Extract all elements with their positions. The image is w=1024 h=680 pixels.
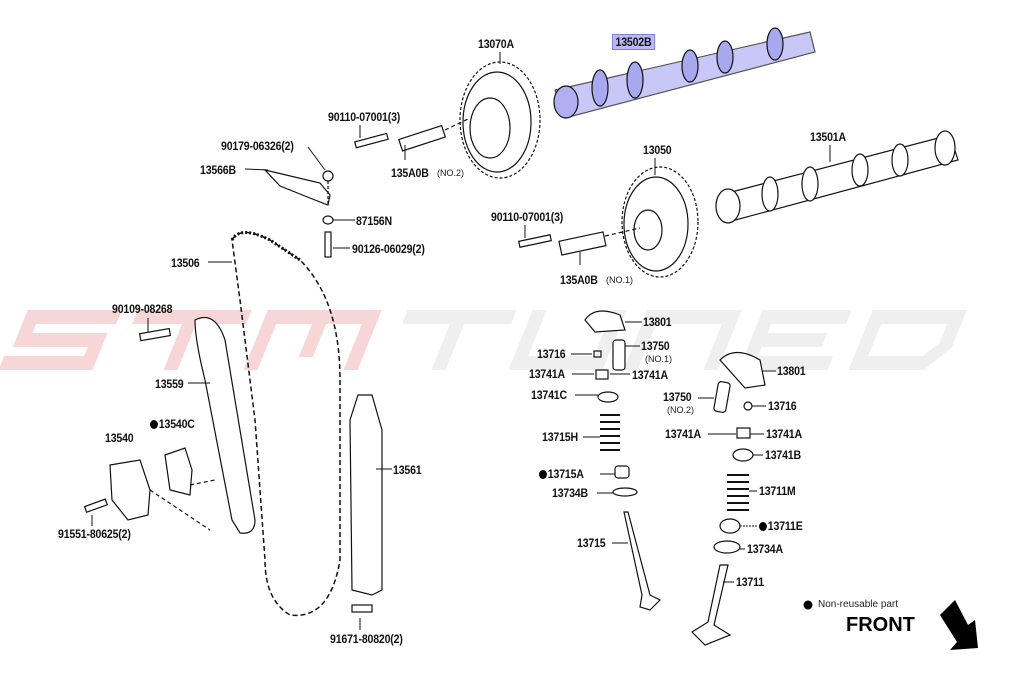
label-13715[interactable]: 13715 (577, 536, 606, 550)
label-13711[interactable]: 13711 (736, 575, 764, 589)
gasket-13540C[interactable] (164, 447, 193, 496)
label-13715a-text: 13715A (547, 467, 584, 481)
label-90179[interactable]: 90179-06326(2) (221, 139, 294, 153)
rocker-arm-right[interactable] (719, 351, 766, 389)
label-13540c-text: 13540C (158, 417, 195, 431)
bolt-90110-mid[interactable] (518, 234, 552, 248)
label-13734b[interactable]: 13734B (552, 486, 588, 500)
label-13741a-right-2[interactable]: 13741A (766, 427, 802, 441)
label-13734a[interactable]: 13734A (747, 542, 783, 556)
label-13559[interactable]: 13559 (155, 377, 184, 391)
vvt-gear-13070a[interactable] (459, 61, 541, 179)
label-13750-no2-sub: (NO.2) (667, 405, 694, 415)
label-13750-no2[interactable]: 13750 (663, 390, 692, 404)
bolt-90109[interactable] (138, 327, 172, 342)
front-arrow-icon (940, 600, 978, 650)
label-13540[interactable]: 13540 (105, 431, 134, 445)
ocv-no2[interactable] (398, 124, 447, 152)
label-13711e[interactable]: 13711E (759, 519, 803, 533)
label-13501a[interactable]: 13501A (810, 130, 846, 144)
valve-13711[interactable] (691, 564, 732, 646)
chain-damper-13561[interactable] (349, 394, 383, 596)
label-13716-right[interactable]: 13716 (768, 399, 797, 413)
label-13070a[interactable]: 13070A (478, 37, 514, 51)
stud-90126[interactable] (324, 231, 332, 258)
valve-13715[interactable] (623, 511, 662, 611)
label-87156n[interactable]: 87156N (356, 214, 392, 228)
label-13741a-left-2[interactable]: 13741A (632, 368, 668, 382)
label-13711e-text: 13711E (767, 519, 803, 533)
label-13715a[interactable]: 13715A (539, 467, 584, 481)
chain-slipper-13559[interactable] (194, 316, 256, 534)
label-13502b-highlighted[interactable]: 13502B (612, 34, 655, 50)
label-90109[interactable]: 90109-08268 (112, 302, 173, 316)
washer-87156n[interactable] (322, 215, 334, 225)
label-13716-left[interactable]: 13716 (537, 347, 566, 361)
valve-train-right (691, 351, 766, 646)
non-reusable-dot-icon (539, 470, 547, 479)
label-13801-left[interactable]: 13801 (643, 315, 672, 329)
label-13540c[interactable]: 13540C (150, 417, 195, 431)
label-13561[interactable]: 13561 (393, 463, 422, 477)
non-reusable-dot-icon (150, 420, 158, 429)
valve-train-left (584, 310, 662, 611)
label-13750-no1[interactable]: 13750 (641, 339, 670, 353)
label-13741b[interactable]: 13741B (765, 448, 801, 462)
vvt-gear-13050[interactable] (621, 166, 699, 278)
label-135a0b-no1-sub: (NO.1) (606, 275, 633, 285)
label-91551[interactable]: 91551-80625(2) (58, 527, 131, 541)
label-13566b[interactable]: 13566B (200, 163, 236, 177)
label-13801-right[interactable]: 13801 (777, 364, 806, 378)
label-135a0b-no2-sub: (NO.2) (437, 168, 464, 178)
tensioner-13540[interactable] (109, 459, 151, 521)
bracket-13566b[interactable] (263, 168, 331, 206)
label-90110-mid[interactable]: 90110-07001(3) (491, 210, 564, 224)
nut-90179[interactable] (322, 170, 334, 182)
rocker-arm-left[interactable] (584, 310, 626, 333)
non-reusable-dot-icon (803, 600, 813, 610)
label-13711m[interactable]: 13711M (759, 484, 796, 498)
bolt-90110-top[interactable] (353, 132, 389, 149)
label-13715h[interactable]: 13715H (542, 430, 578, 444)
bolt-91671[interactable] (351, 604, 373, 613)
label-135a0b-no2[interactable]: 135A0B (391, 166, 429, 180)
leader-lines (91, 52, 831, 630)
watermark-logo (0, 310, 967, 370)
camshaft-13501a[interactable] (715, 130, 959, 224)
non-reusable-legend: Non-reusable part (818, 599, 899, 610)
label-91671[interactable]: 91671-80820(2) (330, 632, 403, 646)
label-13741a-right-1[interactable]: 13741A (665, 427, 701, 441)
label-90110-top[interactable]: 90110-07001(3) (328, 110, 401, 124)
ocv-no1[interactable] (558, 231, 607, 256)
label-13050[interactable]: 13050 (643, 143, 672, 157)
label-13506[interactable]: 13506 (171, 256, 200, 270)
label-135a0b-no1[interactable]: 135A0B (560, 273, 598, 287)
label-13741c[interactable]: 13741C (531, 388, 567, 402)
non-reusable-dot-icon (759, 522, 767, 531)
bolt-91551[interactable] (83, 498, 109, 514)
label-13750-no1-sub: (NO.1) (645, 354, 672, 364)
label-13741a-left-1[interactable]: 13741A (529, 367, 565, 381)
label-90126[interactable]: 90126-06029(2) (352, 242, 425, 256)
front-label: FRONT (846, 614, 915, 636)
timing-chain-13506[interactable] (231, 231, 341, 617)
camshaft-13502b[interactable] (553, 27, 816, 119)
